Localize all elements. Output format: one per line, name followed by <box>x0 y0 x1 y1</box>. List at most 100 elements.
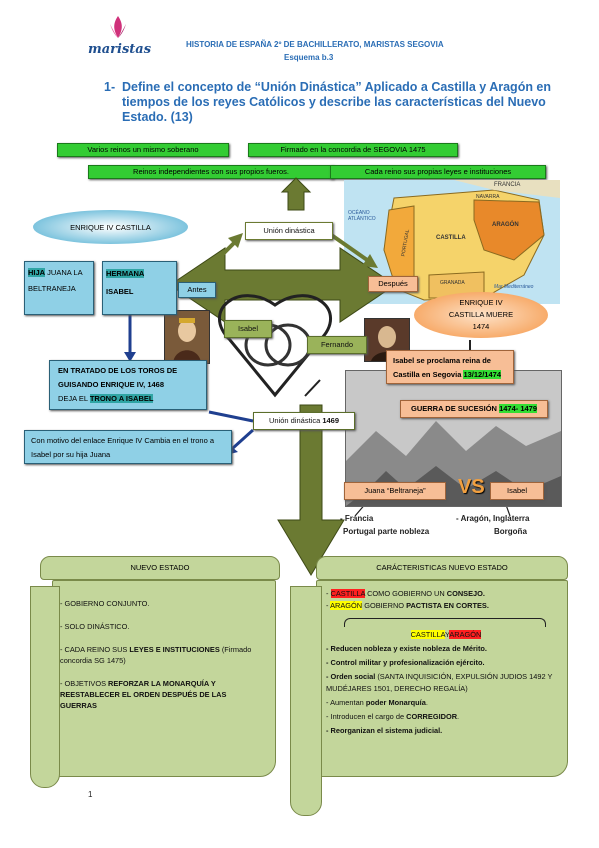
toros-line-3a: DEJA EL <box>58 394 90 403</box>
apoyo-isabel-1: - Aragón, Inglaterra <box>456 514 530 523</box>
map-label-castilla: CASTILLA <box>436 235 466 241</box>
car-castilla-y-word: CASTILLA <box>410 630 445 639</box>
map-label-aragon: ARAGÓN <box>492 222 519 228</box>
car-line-5: - Introducen el cargo de CORREGIDOR. <box>326 711 566 723</box>
varios-reinos-box: Varios reinos un mismo soberano <box>57 143 229 157</box>
proclama-date: 13/12/1474 <box>463 370 501 379</box>
enrique-muere-label: ENRIQUE IV CASTILLA MUERE 1474 <box>448 298 514 331</box>
nuevo-estado-title: NUEVO ESTADO <box>130 563 190 572</box>
toros-line-1: EN TRATADO DE LOS TOROS DE <box>58 366 178 375</box>
juana-box: Juana “Beltraneja” <box>344 482 446 500</box>
car-line-6: - Reorganizan el sistema judicial. <box>326 726 443 735</box>
caracteristicas-left-curl <box>290 586 322 816</box>
car-line-3a: - Orden social <box>326 672 376 681</box>
ne-item-4: - OBJETIVOS REFORZAR LA MONARQUÍA Y REES… <box>60 678 260 711</box>
car-line-2: - Control militar y profesionalización e… <box>326 658 485 667</box>
toros-guisando-box: EN TRATADO DE LOS TOROS DE GUISANDO ENRI… <box>49 360 207 410</box>
map-label-oceano: OCÉANO ATLÁNTICO <box>348 210 376 222</box>
spain-map: FRANCIA OCÉANO ATLÁNTICO PORTUGAL CASTIL… <box>344 180 560 304</box>
car-aragon-rest-a: GOBIERNO <box>362 601 407 610</box>
car-castilla-aragon: CASTILLAYARAGÓN <box>326 629 566 641</box>
apoyo-juana-2: Portugal parte nobleza <box>343 527 430 536</box>
map-label-francia: FRANCIA <box>494 182 521 188</box>
ne-item-1: - GOBIERNO CONJUNTO. <box>60 599 150 608</box>
union-dinastica-top: Unión dinástica <box>245 222 333 240</box>
isabel-portrait <box>164 310 210 364</box>
page-number: 1 <box>88 790 93 799</box>
enrique-muere-oval: ENRIQUE IV CASTILLA MUERE 1474 <box>414 292 548 338</box>
ne-item-3: - CADA REINO SUS LEYES E INSTITUCIONES (… <box>60 644 260 666</box>
car-line-5b: CORREGIDOR <box>406 712 458 721</box>
car-aragon2-word: ARAGÓN <box>449 630 482 639</box>
car-brace <box>344 618 546 627</box>
apoyo-juana-1: - Francia <box>340 514 374 523</box>
question-number: 1- <box>104 80 116 94</box>
map-label-mar: Mar Mediterráneo <box>494 284 534 290</box>
caracteristicas-body <box>316 580 568 777</box>
isabel-word: ISABEL <box>106 287 134 296</box>
toros-line-3b: TRONO A ISABEL <box>89 394 154 403</box>
apoyo-isabel-2: Borgoña <box>494 527 527 536</box>
scheme-label: Esquema b.3 <box>284 53 334 62</box>
caracteristicas-list: - CASTILLA COMO GOBIERNO UN CONSEJO. - A… <box>326 588 566 737</box>
caracteristicas-scroll: CARÁCTERISTICAS NUEVO ESTADO <box>316 556 568 580</box>
logo: maristas <box>84 12 156 62</box>
enlace-box: Con motivo del enlace Enrique IV Cambia … <box>24 430 232 464</box>
caracteristicas-title: CARÁCTERISTICAS NUEVO ESTADO <box>376 563 508 572</box>
car-castilla-word: CASTILLA <box>330 589 366 598</box>
logo-flower-icon <box>110 16 126 38</box>
despues-box: Después <box>368 276 418 292</box>
ne-item-3b: LEYES E INSTITUCIONES <box>129 645 220 654</box>
guerra-sucesion-box: GUERRA DE SUCESIÓN 1474- 1479 <box>400 400 548 418</box>
union-1469-label: Unión dinástica <box>268 416 323 425</box>
school-title: HISTORIA DE ESPAÑA 2º DE BACHILLERATO, M… <box>186 40 444 49</box>
nuevo-estado-left-curl <box>30 586 60 788</box>
hija-rest: JUANA LA BELTRANEJA <box>28 268 83 293</box>
hija-box: HIJA JUANA LA BELTRANEJA <box>24 261 94 315</box>
hermana-box: HERMANA ISABEL <box>102 261 177 315</box>
car-castilla: - CASTILLA COMO GOBIERNO UN CONSEJO. <box>326 588 566 600</box>
proclama-line-1: Isabel se proclama reina de <box>393 356 491 365</box>
car-line-4a: - Aumentan <box>326 698 366 707</box>
car-line-4c: . <box>425 698 428 707</box>
ne-item-4b: REFORZAR LA MONARQUÍA Y REESTABLECER EL … <box>60 679 227 710</box>
map-label-granada: GRANADA <box>440 280 465 286</box>
car-line-5c: . <box>457 712 460 721</box>
concordia-box: Firmado en la concordia de SEGOVIA 1475 <box>248 143 458 157</box>
nuevo-estado-scroll: NUEVO ESTADO <box>40 556 280 580</box>
nuevo-estado-list: - GOBIERNO CONJUNTO. - SOLO DINÁSTICO. -… <box>60 598 260 711</box>
map-label-navarra: NAVARRA <box>476 194 500 200</box>
fernando-label-box: Fernando <box>307 336 367 354</box>
ne-item-2: - SOLO DINÁSTICO. <box>60 622 130 631</box>
toros-line-2: GUISANDO ENRIQUE IV, 1468 <box>58 380 165 389</box>
car-line-5a: - Introducen el cargo de <box>326 712 407 721</box>
car-y: Y <box>444 630 450 639</box>
car-castilla-rest-a: COMO GOBIERNO UN <box>365 589 447 598</box>
hija-word: HIJA <box>28 268 46 277</box>
hermana-word: HERMANA <box>106 269 145 278</box>
car-aragon: - ARAGÓN GOBIERNO PACTISTA EN CORTES. <box>326 600 566 612</box>
car-aragon-word: ARAGÓN <box>330 601 363 610</box>
guerra-years: 1474- 1479 <box>499 404 538 413</box>
car-line-1: - Reducen nobleza y existe nobleza de Mé… <box>326 644 487 653</box>
enrique-oval: ENRIQUE IV CASTILLA <box>33 210 188 244</box>
ne-item-3c: (Firmado concordia SG 1475) <box>60 645 252 665</box>
antes-box: Antes <box>178 282 216 298</box>
ne-item-4a: - OBJETIVOS <box>60 679 109 688</box>
car-castilla-rest-b: CONSEJO. <box>446 589 485 598</box>
nuevo-estado-body <box>52 580 276 777</box>
question-line-1: Define el concepto de “Unión Dinástica” … <box>122 80 552 94</box>
question-line-3: Estado. (13) <box>122 110 193 124</box>
ne-item-3a: - CADA REINO SUS <box>60 645 130 654</box>
car-aragon-rest-b: PACTISTA EN CORTES. <box>406 601 489 610</box>
car-line-3b: (SANTA INQUISICIÓN, EXPULSIÓN JUDIOS 149… <box>326 672 553 693</box>
union-1469-year: 1469 <box>322 416 340 425</box>
isabel-proclama-box: Isabel se proclama reina de Castilla en … <box>386 350 514 384</box>
logo-text: maristas <box>88 42 152 57</box>
isabel-label-box: Isabel <box>224 320 272 338</box>
car-dash-2: - <box>326 601 331 610</box>
guerra-label: GUERRA DE SUCESIÓN <box>410 404 500 413</box>
car-dash-1: - <box>326 589 331 598</box>
leyes-instituciones-box: Cada reino sus propias leyes e instituci… <box>330 165 546 179</box>
